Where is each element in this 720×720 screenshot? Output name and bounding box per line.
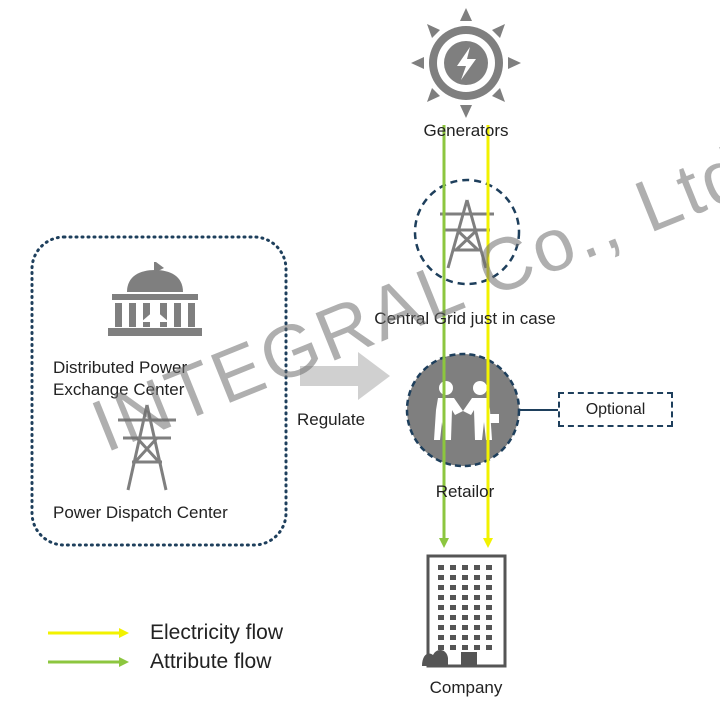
dispatch-center-label: Power Dispatch Center (53, 503, 228, 522)
building-window (450, 575, 456, 580)
building-window (486, 595, 492, 600)
generators-label: Generators (423, 121, 509, 140)
building-window (450, 615, 456, 620)
building-window (486, 635, 492, 640)
building-window (450, 625, 456, 630)
optional-label: Optional (585, 400, 646, 418)
government-building-icon (108, 262, 202, 336)
building-window (462, 595, 468, 600)
building-window (450, 635, 456, 640)
building-window (450, 595, 456, 600)
building-window (474, 625, 480, 630)
building-window (462, 575, 468, 580)
building-window (438, 575, 444, 580)
building-window (474, 605, 480, 610)
regulate-label: Regulate (297, 410, 366, 429)
building-window (486, 565, 492, 570)
building-window (474, 615, 480, 620)
legend-electricity-label: Electricity flow (150, 621, 284, 644)
central-grid-circle (413, 178, 521, 286)
building-window (450, 565, 456, 570)
building-window (486, 605, 492, 610)
building-window (486, 645, 492, 650)
building-window (438, 585, 444, 590)
building-window (438, 635, 444, 640)
building-window (462, 635, 468, 640)
building-window (438, 615, 444, 620)
building-window (450, 645, 456, 650)
building-window (486, 615, 492, 620)
optional-box: Optional (558, 392, 673, 427)
building-window (462, 645, 468, 650)
building-window (462, 615, 468, 620)
building-window (486, 575, 492, 580)
building-window (438, 605, 444, 610)
dispatch-tower-icon (118, 404, 176, 491)
central-grid-label: Central Grid just in case (374, 309, 556, 328)
company-label: Company (429, 678, 503, 697)
building-window (486, 625, 492, 630)
building-window (474, 595, 480, 600)
building-window (474, 585, 480, 590)
building-window (462, 565, 468, 570)
building-window (462, 585, 468, 590)
regulator-box (30, 235, 288, 547)
retailer-circle (405, 352, 521, 468)
building-window (462, 625, 468, 630)
building-window (450, 585, 456, 590)
exchange-center-label-line1: Distributed Power (53, 358, 188, 377)
building-window (474, 635, 480, 640)
building-window (474, 575, 480, 580)
building-window (438, 565, 444, 570)
office-building-icon (422, 554, 507, 668)
building-window (438, 595, 444, 600)
building-window (462, 605, 468, 610)
building-window (438, 645, 444, 650)
building-window (438, 625, 444, 630)
building-window (486, 585, 492, 590)
building-window (474, 645, 480, 650)
sun-lightning-icon (411, 8, 521, 118)
legend-attribute-label: Attribute flow (150, 650, 272, 673)
regulate-arrow (300, 352, 390, 400)
transmission-tower-icon (440, 199, 494, 269)
building-window (474, 565, 480, 570)
building-window (450, 605, 456, 610)
retailer-label: Retailor (435, 482, 495, 501)
exchange-center-label-line2: Exchange Center (53, 380, 185, 399)
